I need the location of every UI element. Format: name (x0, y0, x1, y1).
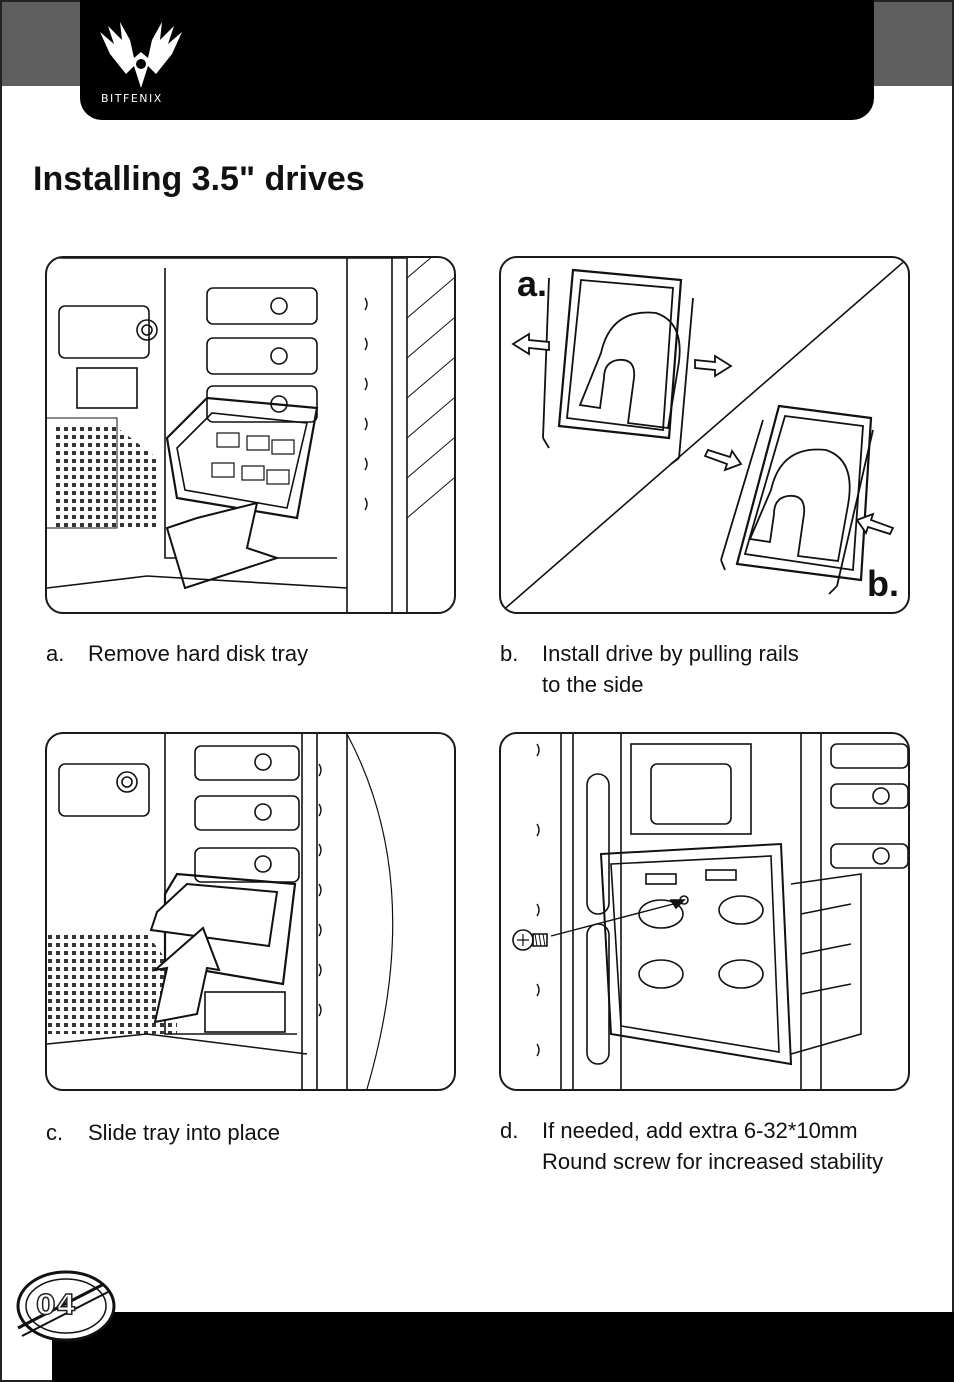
caption-b: b. Install drive by pulling rails to the… (500, 638, 799, 700)
header-side-block-left (2, 2, 80, 86)
illustration-slide-tray (45, 732, 456, 1091)
footer-bar (52, 1312, 954, 1382)
caption-letter: c. (46, 1120, 64, 1145)
illustration-install-rails: a. b. (499, 256, 910, 614)
header-side-block-right (874, 2, 952, 86)
page-badge-icon (16, 1270, 116, 1342)
caption-letter: b. (500, 641, 519, 666)
caption-line: Install drive by pulling rails (542, 641, 799, 666)
caption-line: Slide tray into place (88, 1120, 280, 1145)
bitfenix-phoenix-logo-icon (100, 22, 182, 88)
illustration-remove-tray (45, 256, 456, 614)
caption-line: Round screw for increased stability (542, 1149, 884, 1174)
caption-letter: a. (46, 641, 65, 666)
header-bar (80, 0, 874, 120)
diagram-label-a: a. (517, 263, 547, 304)
diagram-label-b: b. (867, 563, 899, 604)
caption-line: to the side (542, 672, 644, 697)
brand-name: BITFENIX (101, 92, 163, 105)
caption-letter: d. (500, 1118, 519, 1143)
illustration-extra-screw (499, 732, 910, 1091)
screw-icon (512, 929, 548, 951)
page-number: 04 (35, 1287, 77, 1322)
caption-line: If needed, add extra 6-32*10mm (542, 1118, 858, 1143)
caption-line: Remove hard disk tray (88, 641, 309, 666)
caption-c: c. Slide tray into place (46, 1117, 280, 1148)
caption-d: d. If needed, add extra 6-32*10mm Round … (500, 1115, 883, 1177)
page-title: Installing 3.5" drives (33, 160, 365, 198)
caption-a: a. Remove hard disk tray (46, 638, 308, 669)
